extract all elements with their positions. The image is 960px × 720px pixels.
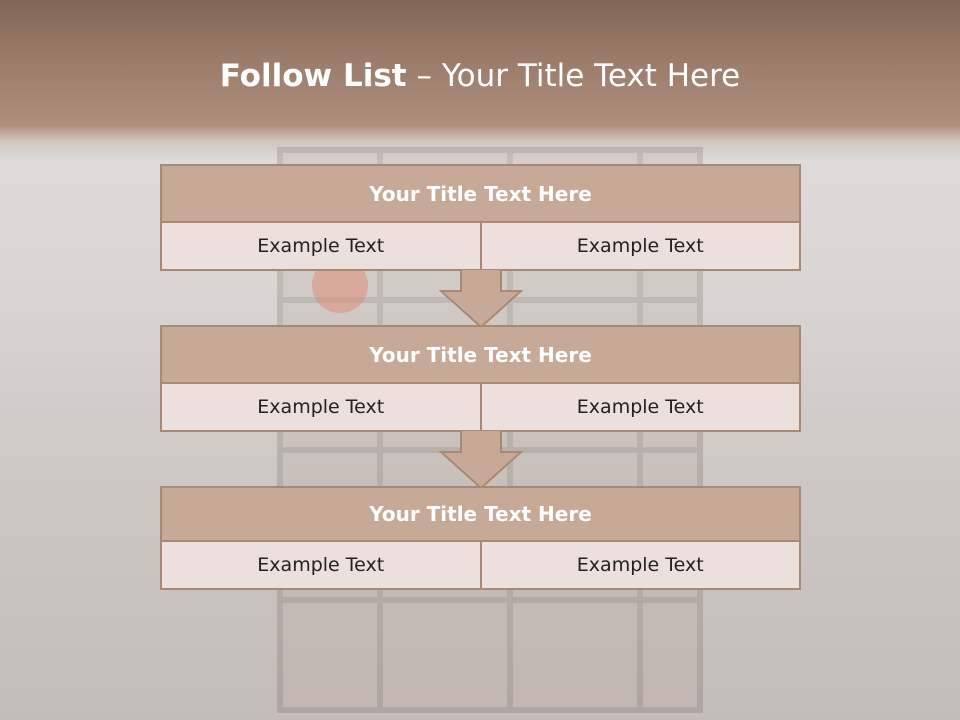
slide-title: Follow List – Your Title Text Here <box>0 54 960 98</box>
block-cell-left: Example Text <box>162 542 480 588</box>
block-cell-left: Example Text <box>162 223 480 269</box>
block-row: Example Text Example Text <box>162 384 799 430</box>
block-cell-right: Example Text <box>479 223 799 269</box>
down-arrow-icon <box>439 269 523 329</box>
block-cell-right: Example Text <box>479 542 799 588</box>
slide-title-bold: Follow List <box>219 58 407 94</box>
block-row: Example Text Example Text <box>162 542 799 588</box>
block-cell-right: Example Text <box>479 384 799 430</box>
header-band <box>0 0 960 160</box>
block-cell-left: Example Text <box>162 384 480 430</box>
list-block-1: Your Title Text Here Example Text Exampl… <box>160 164 801 271</box>
accent-sphere-shape <box>312 257 368 313</box>
list-block-2: Your Title Text Here Example Text Exampl… <box>160 325 801 432</box>
block-title: Your Title Text Here <box>162 327 799 384</box>
block-row: Example Text Example Text <box>162 223 799 269</box>
list-block-3: Your Title Text Here Example Text Exampl… <box>160 486 801 590</box>
down-arrow-icon <box>439 430 523 490</box>
block-title: Your Title Text Here <box>162 488 799 542</box>
slide-title-rest: – Your Title Text Here <box>416 58 741 94</box>
block-title: Your Title Text Here <box>162 166 799 223</box>
